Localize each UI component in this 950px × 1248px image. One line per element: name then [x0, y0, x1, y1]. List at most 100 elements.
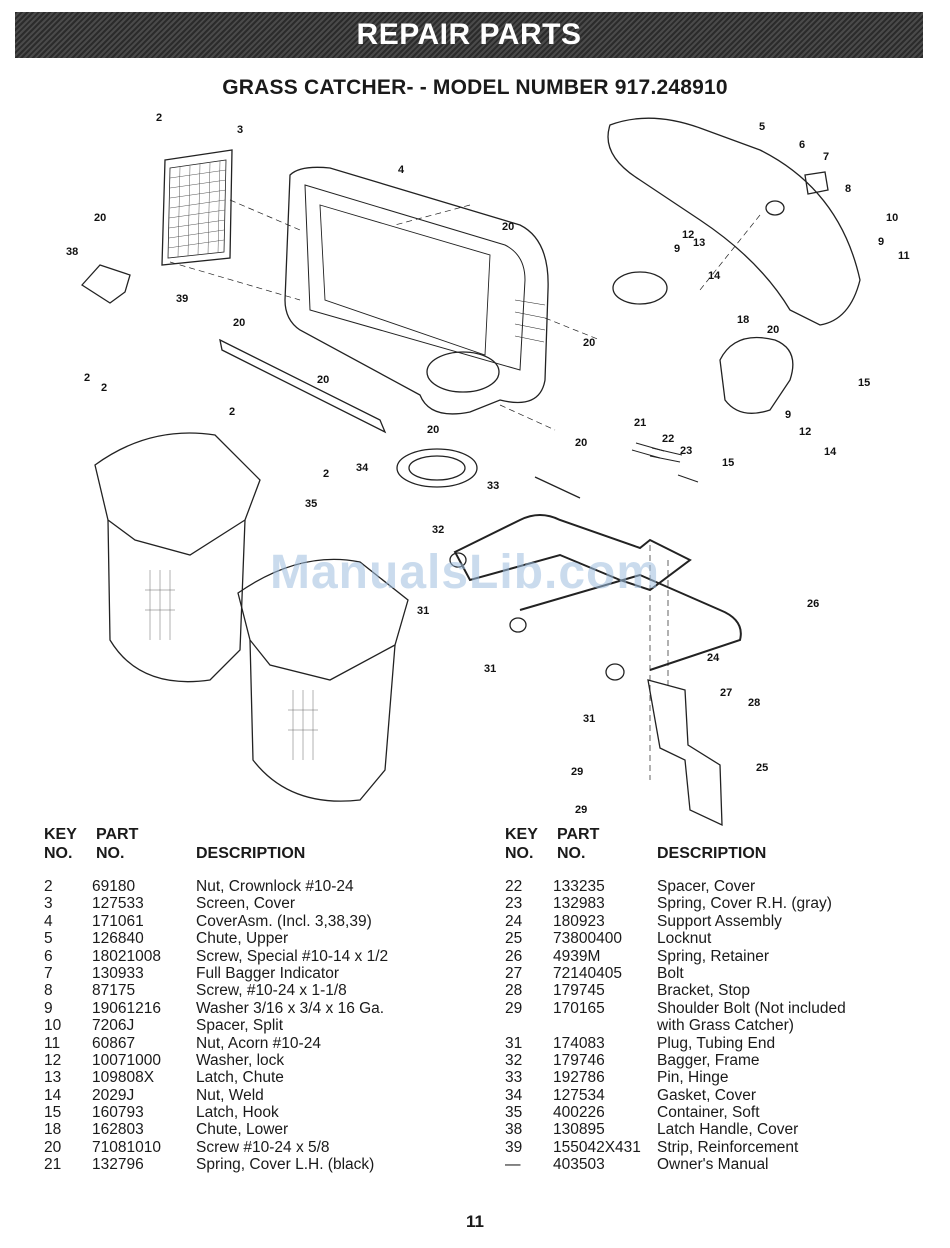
callout: 24 — [707, 652, 720, 664]
part-number-cell: 179746 — [553, 1051, 605, 1069]
description-cell: CoverAsm. (Incl. 3,38,39) — [196, 912, 372, 930]
callout: 11 — [898, 250, 910, 262]
part-number-cell: 71081010 — [92, 1138, 161, 1156]
description-cell: Container, Soft — [657, 1104, 760, 1122]
callout: 9 — [785, 409, 791, 421]
callout: 8 — [845, 183, 851, 195]
callout: 20 — [583, 337, 595, 349]
part-number-cell: 179745 — [553, 982, 605, 1000]
description-cell: Nut, Crownlock #10-24 — [196, 878, 354, 895]
description-cell: Latch, Hook — [196, 1104, 279, 1122]
key-cell: 5 — [44, 930, 53, 948]
reinforcement-strip-illustration — [219, 338, 387, 434]
key-cell: 24 — [505, 912, 523, 930]
callout: 29 — [575, 804, 587, 816]
description-cell: Latch Handle, Cover — [657, 1121, 799, 1139]
callout: 10 — [886, 212, 898, 224]
part-number-cell: 155042X431 — [553, 1138, 641, 1156]
cover-assembly-illustration — [284, 166, 549, 415]
callout: 23 — [680, 445, 692, 457]
callout: 39 — [176, 293, 188, 305]
diagram-callouts: 2 3 4 5 6 7 8 10 9 11 20 20 38 12 13 9 1… — [66, 112, 910, 816]
callout: 12 — [799, 426, 811, 438]
description-cell: Screw, #10-24 x 1-1/8 — [196, 982, 347, 1000]
callout: 15 — [858, 377, 870, 389]
lower-chute-illustration — [719, 336, 794, 414]
callout: 28 — [748, 697, 760, 709]
key-cell: 3 — [44, 895, 53, 913]
callout: 31 — [484, 663, 496, 675]
part-number-cell: 160793 — [92, 1104, 144, 1122]
part-number-cell: 132983 — [553, 895, 605, 913]
description-header: DESCRIPTION — [657, 845, 767, 862]
description-cell: Strip, Reinforcement — [657, 1138, 799, 1156]
key-cell: 21 — [44, 1156, 62, 1174]
callout: 13 — [693, 237, 705, 249]
description-cell: Screw #10-24 x 5/8 — [196, 1138, 330, 1156]
callout: 9 — [878, 236, 884, 248]
part-number-cell: 130933 — [92, 964, 144, 982]
description-cell: with Grass Catcher) — [657, 1017, 794, 1035]
description-cell: Screen, Cover — [196, 895, 296, 913]
description-cell: Chute, Lower — [196, 1121, 289, 1139]
callout: 3 — [237, 124, 243, 136]
callout: 6 — [799, 139, 805, 151]
soft-container-illustration-1 — [94, 432, 261, 683]
latch-handle-illustration — [81, 264, 131, 304]
key-cell: 23 — [505, 895, 523, 913]
key-cell: 18 — [44, 1121, 62, 1139]
callout: 14 — [708, 270, 721, 282]
key-cell: 12 — [44, 1051, 62, 1069]
part-number-cell: 60867 — [92, 1034, 136, 1052]
part-number-cell: 403503 — [553, 1156, 605, 1174]
part-number-cell: 174083 — [553, 1034, 605, 1052]
callout: 2 — [84, 372, 90, 384]
description-cell: Shoulder Bolt (Not included — [657, 999, 846, 1017]
callout: 38 — [66, 246, 78, 258]
description-cell: Washer 3/16 x 3/4 x 16 Ga. — [196, 999, 385, 1017]
key-header: KEY — [505, 826, 538, 843]
model-subtitle: GRASS CATCHER- - MODEL NUMBER 917.248910 — [222, 76, 728, 99]
callout: 26 — [807, 598, 819, 610]
description-cell: Bagger, Frame — [657, 1051, 760, 1069]
part-number-cell: 162803 — [92, 1121, 144, 1139]
callout: 31 — [583, 713, 595, 725]
key-header-2: NO. — [505, 845, 534, 862]
upper-chute-illustration — [607, 117, 861, 326]
description-cell: Washer, lock — [196, 1051, 285, 1069]
screw-6-illustration — [765, 200, 785, 216]
key-cell: 8 — [44, 982, 53, 1000]
part-number-cell: 18021008 — [92, 947, 161, 965]
watermark: ManualsLib.com — [270, 546, 661, 599]
key-cell: 11 — [44, 1034, 61, 1052]
part-number-cell: 72140405 — [553, 964, 622, 982]
description-cell: Nut, Weld — [196, 1086, 264, 1104]
key-cell: 13 — [44, 1069, 62, 1087]
callout: 2 — [323, 468, 329, 480]
part-header-2: NO. — [557, 845, 586, 862]
description-cell: Spring, Retainer — [657, 947, 770, 965]
description-cell: Support Assembly — [657, 912, 782, 930]
bagger-frame-illustration — [453, 514, 742, 671]
chute-plate-illustration — [612, 271, 668, 305]
description-cell: Plug, Tubing End — [657, 1034, 776, 1052]
part-number-cell: 2029J — [92, 1086, 135, 1104]
cover-springs-illustration — [631, 442, 699, 483]
callout: 2 — [229, 406, 235, 418]
part-number-cell: 130895 — [553, 1121, 605, 1139]
description-cell: Spring, Cover R.H. (gray) — [657, 895, 832, 913]
tubing-plugs-illustration — [449, 552, 625, 681]
callout: 7 — [823, 151, 829, 163]
key-cell: 7 — [44, 964, 53, 982]
part-header: PART — [96, 826, 139, 843]
description-cell: Full Bagger Indicator — [196, 964, 340, 982]
part-header-2: NO. — [96, 845, 125, 862]
part-number-cell: 87175 — [92, 982, 136, 1000]
part-number-cell: 171061 — [92, 912, 144, 930]
key-cell: 34 — [505, 1086, 523, 1104]
support-assembly-illustration — [647, 679, 723, 827]
callout: 29 — [571, 766, 583, 778]
part-number-cell: 127533 — [92, 895, 144, 913]
key-cell: 4 — [44, 912, 53, 930]
callout: 2 — [101, 382, 107, 394]
